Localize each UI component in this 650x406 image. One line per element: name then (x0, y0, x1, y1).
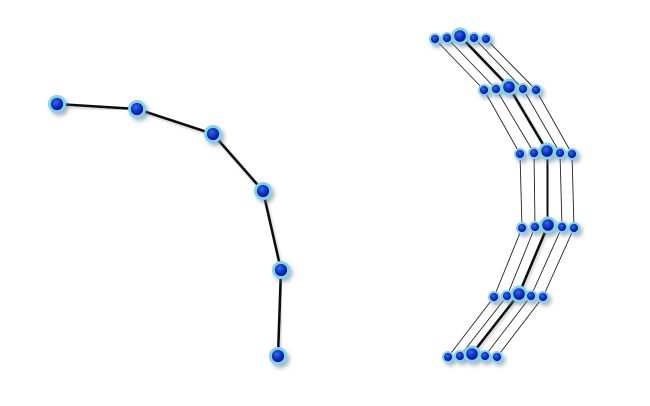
bundle-node (525, 290, 537, 302)
bundle-node (442, 351, 454, 363)
bundle-node (539, 216, 557, 234)
bundle-segment (519, 153, 523, 229)
bundle-node (488, 291, 500, 303)
bundle-segment (507, 85, 549, 153)
bundle-segment (495, 88, 535, 154)
bundle-node (514, 148, 526, 160)
bundle-segment (517, 223, 550, 296)
chain-node (48, 95, 66, 113)
bundle-segment (458, 34, 511, 89)
bundle-node (491, 351, 503, 363)
bundle-node (468, 32, 480, 44)
chain-node (254, 182, 272, 200)
chain-node (272, 261, 290, 279)
bundle-node (441, 32, 453, 44)
bundle-node (530, 84, 542, 96)
chain-segment (276, 268, 283, 358)
bundle-segment (484, 295, 532, 357)
node-points (48, 27, 580, 365)
bundle-node (510, 285, 528, 303)
bundle-segment (473, 37, 524, 90)
bundle-node (529, 221, 541, 233)
bundle-node (568, 222, 580, 234)
bundle-node (429, 33, 441, 45)
bundle-segment (571, 153, 575, 229)
bundle-segment (530, 226, 563, 297)
bundle-node (516, 222, 528, 234)
chain-node (128, 100, 146, 118)
bundle-node (490, 83, 502, 95)
bundle-node (554, 147, 566, 159)
bundle-segment (483, 89, 521, 155)
bundle-segment (470, 292, 521, 356)
bundle-node (538, 142, 556, 160)
bundle-node (480, 33, 492, 45)
bundle-segment (545, 149, 550, 227)
bundle-node (500, 78, 518, 96)
bundle-segment (496, 296, 544, 358)
bundle-segment (559, 152, 563, 228)
bundle-segment (542, 227, 575, 298)
bundle-segment (434, 38, 485, 91)
chain-segment (211, 132, 265, 193)
bundle-node (556, 221, 568, 233)
bundle-segment (506, 226, 536, 297)
chain-segment (261, 189, 283, 272)
bundle-node (454, 350, 466, 362)
bundle-segment (535, 89, 573, 155)
bundle-node (479, 350, 491, 362)
bundle-node (537, 291, 549, 303)
bundle-node (463, 345, 481, 363)
bundle-node (451, 27, 469, 45)
bundle-node (517, 83, 529, 95)
bundle-segment (522, 88, 561, 154)
chain-node (269, 347, 287, 365)
chain-segment (55, 102, 139, 111)
bundle-segment (493, 227, 523, 298)
connector-lines (55, 34, 575, 358)
bundle-node (501, 290, 513, 302)
chain-segment (135, 107, 215, 136)
bundle-segment (459, 295, 508, 357)
bundle-node (478, 84, 490, 96)
bundle-segment (533, 152, 536, 228)
bundle-segment (447, 296, 495, 358)
chain-node (204, 125, 222, 143)
bundle-segment (485, 38, 537, 91)
bundle-node (566, 148, 578, 160)
bundle-segment (446, 37, 497, 90)
bundle-node (528, 147, 540, 159)
